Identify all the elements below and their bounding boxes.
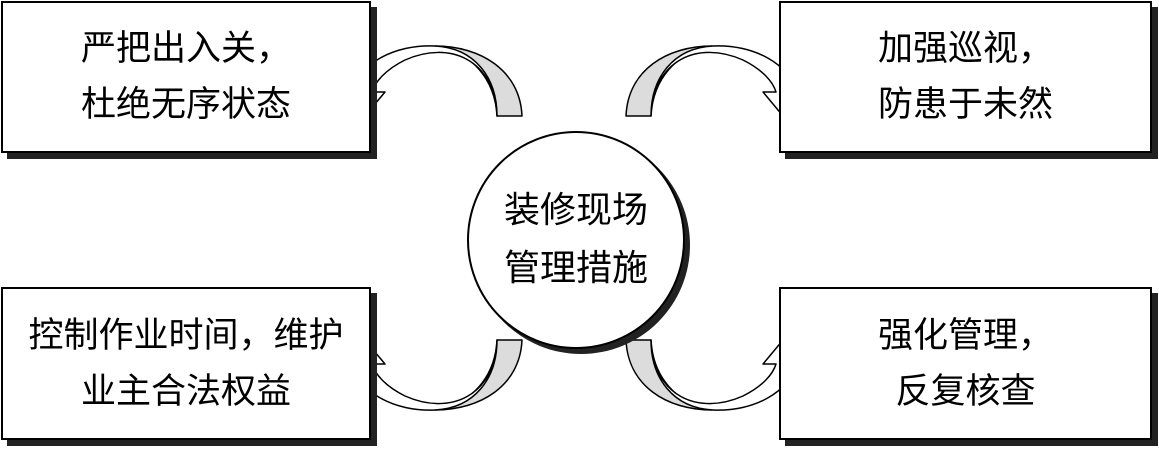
center-line2: 管理措施: [503, 248, 648, 289]
box-bottom-left-line1: 控制作业时间，维护: [28, 315, 344, 356]
box-bottom-right: 强化管理， 反复核查: [779, 287, 1152, 440]
box-top-left-line2: 杜绝无序状态: [80, 85, 291, 125]
box-top-left-line1: 严把出入关，: [80, 29, 291, 69]
box-bottom-left: 控制作业时间，维护 业主合法权益: [1, 287, 371, 440]
box-top-right: 加强巡视， 防患于未然: [779, 1, 1152, 153]
box-bottom-right-line2: 反复核查: [895, 371, 1036, 412]
center-line1: 装修现场: [503, 190, 648, 231]
box-top-right-line1: 加强巡视，: [877, 29, 1053, 69]
box-bottom-left-line2: 业主合法权益: [80, 371, 291, 412]
center-circle: 装修现场 管理措施: [467, 131, 685, 349]
box-top-right-line2: 防患于未然: [877, 85, 1053, 125]
box-top-left: 严把出入关， 杜绝无序状态: [1, 1, 371, 153]
box-bottom-right-line1: 强化管理，: [877, 315, 1053, 356]
